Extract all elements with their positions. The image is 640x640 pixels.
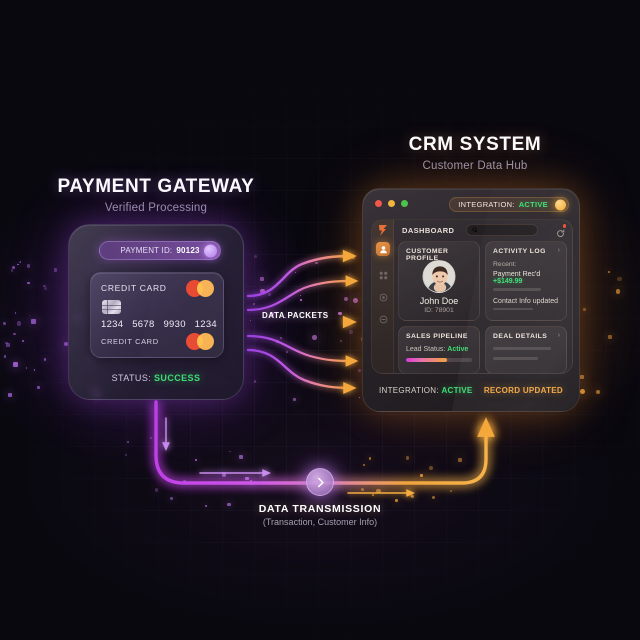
payment-status-label: STATUS:: [111, 373, 152, 383]
lead-status-value: Active: [447, 346, 469, 353]
data-packets-label: DATA PACKETS: [262, 311, 329, 320]
integration-label: INTEGRATION:: [458, 200, 515, 209]
payment-gateway-title: PAYMENT GATEWAY: [57, 176, 255, 197]
crm-app-body: DASHBOARD CUSTOMER PRO: [371, 219, 573, 374]
card-number-group: 9930: [163, 319, 186, 330]
sidebar-item-minus[interactable]: [376, 312, 390, 326]
sidebar-item-profile[interactable]: [376, 242, 390, 256]
payment-gateway-subtitle: Verified Processing: [104, 202, 208, 214]
payment-id-indicator-icon: [204, 244, 217, 257]
crm-footer: INTEGRATION: ACTIVE RECORD UPDATED: [363, 381, 579, 399]
avatar: [422, 260, 456, 293]
activity-placeholder-bar: [493, 307, 533, 310]
activity-log-title: ACTIVITY LOG: [493, 248, 546, 255]
notification-badge: [562, 224, 566, 228]
crm-subtitle: Customer Data Hub: [422, 160, 528, 172]
chevron-right-icon[interactable]: ›: [557, 247, 560, 254]
avatar-portrait-icon: [423, 261, 455, 292]
mastercard-logo-icon: [186, 280, 214, 297]
transmission-title: DATA TRANSMISSION: [258, 503, 382, 515]
activity-placeholder-bar: [493, 288, 541, 291]
sales-pipeline-card[interactable]: SALES PIPELINE Lead Status: Active: [398, 326, 480, 373]
crm-window: INTEGRATION: ACTIVE: [362, 188, 580, 412]
deal-placeholder-bar: [493, 347, 552, 350]
crm-card-grid: CUSTOMER PROFILE John: [398, 241, 567, 373]
chevron-right-icon: [317, 477, 324, 487]
activity-entry-1-text: Payment Rec'd: [493, 271, 541, 278]
close-button[interactable]: [375, 200, 382, 207]
activity-recent-label: Recent:: [493, 261, 517, 268]
window-controls[interactable]: [375, 200, 408, 207]
sales-pipeline-title: SALES PIPELINE: [406, 333, 468, 340]
customer-id-value: 78901: [434, 307, 454, 314]
payment-id-pill: PAYMENT ID: 90123: [99, 241, 221, 260]
credit-card-label-bottom: CREDIT CARD: [101, 337, 159, 346]
card-chip-icon: [102, 300, 121, 314]
footer-integration-status: INTEGRATION: ACTIVE: [379, 386, 473, 395]
payment-status-value: SUCCESS: [154, 373, 201, 383]
footer-integration-label: INTEGRATION:: [379, 385, 439, 395]
transmission-node[interactable]: [306, 468, 334, 496]
transmission-subtitle: (Transaction, Customer Info): [262, 517, 378, 527]
search-icon: [472, 227, 478, 233]
payment-gateway-heading: PAYMENT GATEWAY Verified Processing: [32, 176, 280, 214]
dashboard-label: DASHBOARD: [402, 226, 455, 235]
user-profile-icon: [379, 245, 387, 253]
maximize-button[interactable]: [401, 200, 408, 207]
payment-gateway-panel: PAYMENT ID: 90123 CREDIT CARD 1234 5678 …: [68, 224, 244, 400]
search-input[interactable]: [466, 224, 538, 236]
data-transmission-label: DATA TRANSMISSION (Transaction, Customer…: [0, 503, 640, 527]
sidebar-item-target[interactable]: [376, 290, 390, 304]
payment-id-value: 90123: [176, 246, 200, 255]
pipeline-progress-fill: [406, 358, 447, 362]
brand-logo-icon: [379, 225, 387, 236]
lead-status-label: Lead Status:: [406, 346, 446, 353]
activity-entry-1: Payment Rec'd +$149.99: [493, 271, 559, 285]
integration-status-badge: INTEGRATION: ACTIVE: [449, 197, 569, 212]
deal-details-title: DEAL DETAILS: [493, 333, 548, 340]
card-number-group: 1234: [101, 319, 124, 330]
card-number-group: 1234: [194, 319, 217, 330]
integration-led-icon: [555, 199, 566, 210]
deal-details-card[interactable]: DEAL DETAILS ›: [485, 326, 567, 373]
activity-log-card[interactable]: ACTIVITY LOG › Recent: Payment Rec'd +$1…: [485, 241, 567, 321]
chevron-right-icon[interactable]: ›: [557, 332, 560, 339]
crm-topbar: DASHBOARD: [394, 220, 572, 240]
deal-placeholder-bar: [493, 357, 538, 360]
credit-card-number: 1234 5678 9930 1234: [101, 319, 217, 330]
customer-id-label: ID:: [424, 307, 433, 314]
refresh-icon: [557, 229, 565, 238]
card-number-group: 5678: [132, 319, 155, 330]
activity-entry-1-amount: +$149.99: [493, 278, 523, 285]
pipeline-progress-track: [406, 358, 472, 362]
lead-status-row: Lead Status: Active: [406, 346, 472, 353]
record-status-badge: RECORD UPDATED: [483, 385, 563, 395]
payment-id-label: PAYMENT ID:: [120, 246, 173, 255]
mastercard-logo-icon: [186, 333, 214, 350]
activity-entry-2-text: Contact Info updated: [493, 297, 558, 305]
customer-name: John Doe: [419, 296, 459, 306]
crm-titlebar: INTEGRATION: ACTIVE: [363, 189, 579, 219]
target-icon: [379, 293, 387, 301]
credit-card-label-top: CREDIT CARD: [101, 283, 167, 293]
footer-integration-value: ACTIVE: [441, 385, 473, 395]
crm-heading: CRM SYSTEM Customer Data Hub: [368, 134, 582, 172]
crm-title: CRM SYSTEM: [408, 134, 542, 155]
customer-profile-title: CUSTOMER PROFILE: [406, 248, 449, 262]
minus-circle-icon: [379, 315, 387, 323]
customer-id: ID: 78901: [399, 307, 479, 314]
customer-profile-card[interactable]: CUSTOMER PROFILE John: [398, 241, 480, 321]
minimize-button[interactable]: [388, 200, 395, 207]
crm-sidebar-rail: [372, 220, 394, 373]
refresh-button[interactable]: [556, 224, 566, 238]
credit-card: CREDIT CARD 1234 5678 9930 1234 CREDIT C…: [90, 272, 224, 358]
grid-apps-icon: [379, 271, 387, 279]
integration-value: ACTIVE: [518, 200, 548, 209]
sidebar-item-apps[interactable]: [376, 268, 390, 282]
payment-status-row: STATUS: SUCCESS: [69, 373, 243, 383]
